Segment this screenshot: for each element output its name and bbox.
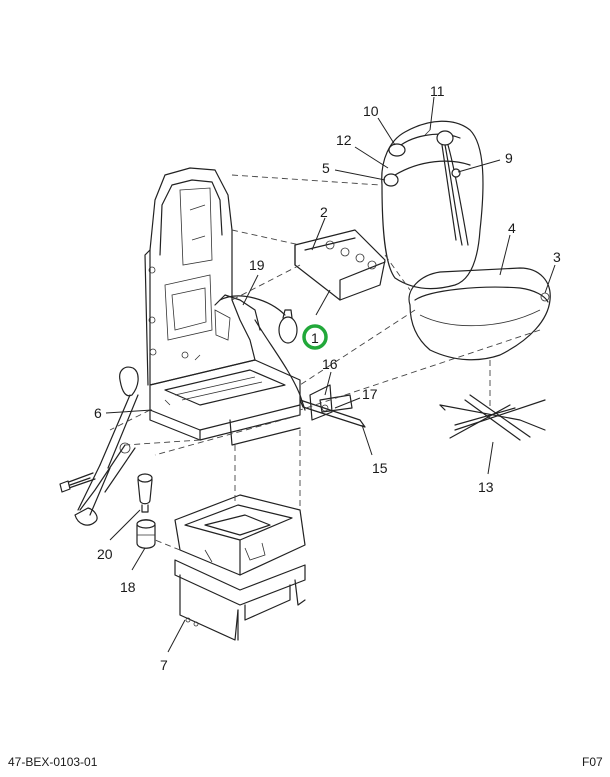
callout-leaders xyxy=(105,96,556,653)
cushion-support-springs xyxy=(439,394,546,441)
shock-absorber xyxy=(137,473,153,513)
callout-19: 19 xyxy=(249,257,265,273)
callout-12: 12 xyxy=(336,132,352,148)
mounting-bolt xyxy=(59,472,96,493)
callout-15: 15 xyxy=(372,460,388,476)
callout-16: 16 xyxy=(322,356,338,372)
air-spring xyxy=(136,519,156,549)
seat-cushion xyxy=(408,267,551,361)
callout-17: 17 xyxy=(362,386,378,402)
highlight-ring-callout-1 xyxy=(302,324,328,350)
callout-9: 9 xyxy=(505,150,513,166)
recliner-cable xyxy=(214,294,306,411)
callout-1: 1 xyxy=(311,330,319,346)
callout-7: 7 xyxy=(160,657,168,673)
armrest xyxy=(294,229,386,301)
callout-2: 2 xyxy=(320,204,328,220)
callout-20: 20 xyxy=(97,546,113,562)
callout-labels: 1 2 3 4 5 6 7 9 10 11 12 13 15 16 17 18 … xyxy=(94,83,561,673)
callout-13: 13 xyxy=(478,479,494,495)
slide-handle xyxy=(299,384,366,428)
figure-code: F07 xyxy=(582,755,603,769)
callout-4: 4 xyxy=(508,220,516,236)
callout-5: 5 xyxy=(322,160,330,176)
suspension-base xyxy=(174,494,306,641)
seat-back-frame xyxy=(144,167,256,386)
seat-back-cushion xyxy=(381,120,484,290)
assembly-guide-lines xyxy=(109,174,541,551)
callout-11: 11 xyxy=(430,83,445,99)
callout-3: 3 xyxy=(553,249,561,265)
callout-6: 6 xyxy=(94,405,102,421)
seat-adjust-lever xyxy=(69,366,139,526)
seat-base-frame xyxy=(149,351,301,446)
callout-18: 18 xyxy=(120,579,136,595)
drawing-number: 47-BEX-0103-01 xyxy=(8,755,98,769)
callout-10: 10 xyxy=(363,103,379,119)
